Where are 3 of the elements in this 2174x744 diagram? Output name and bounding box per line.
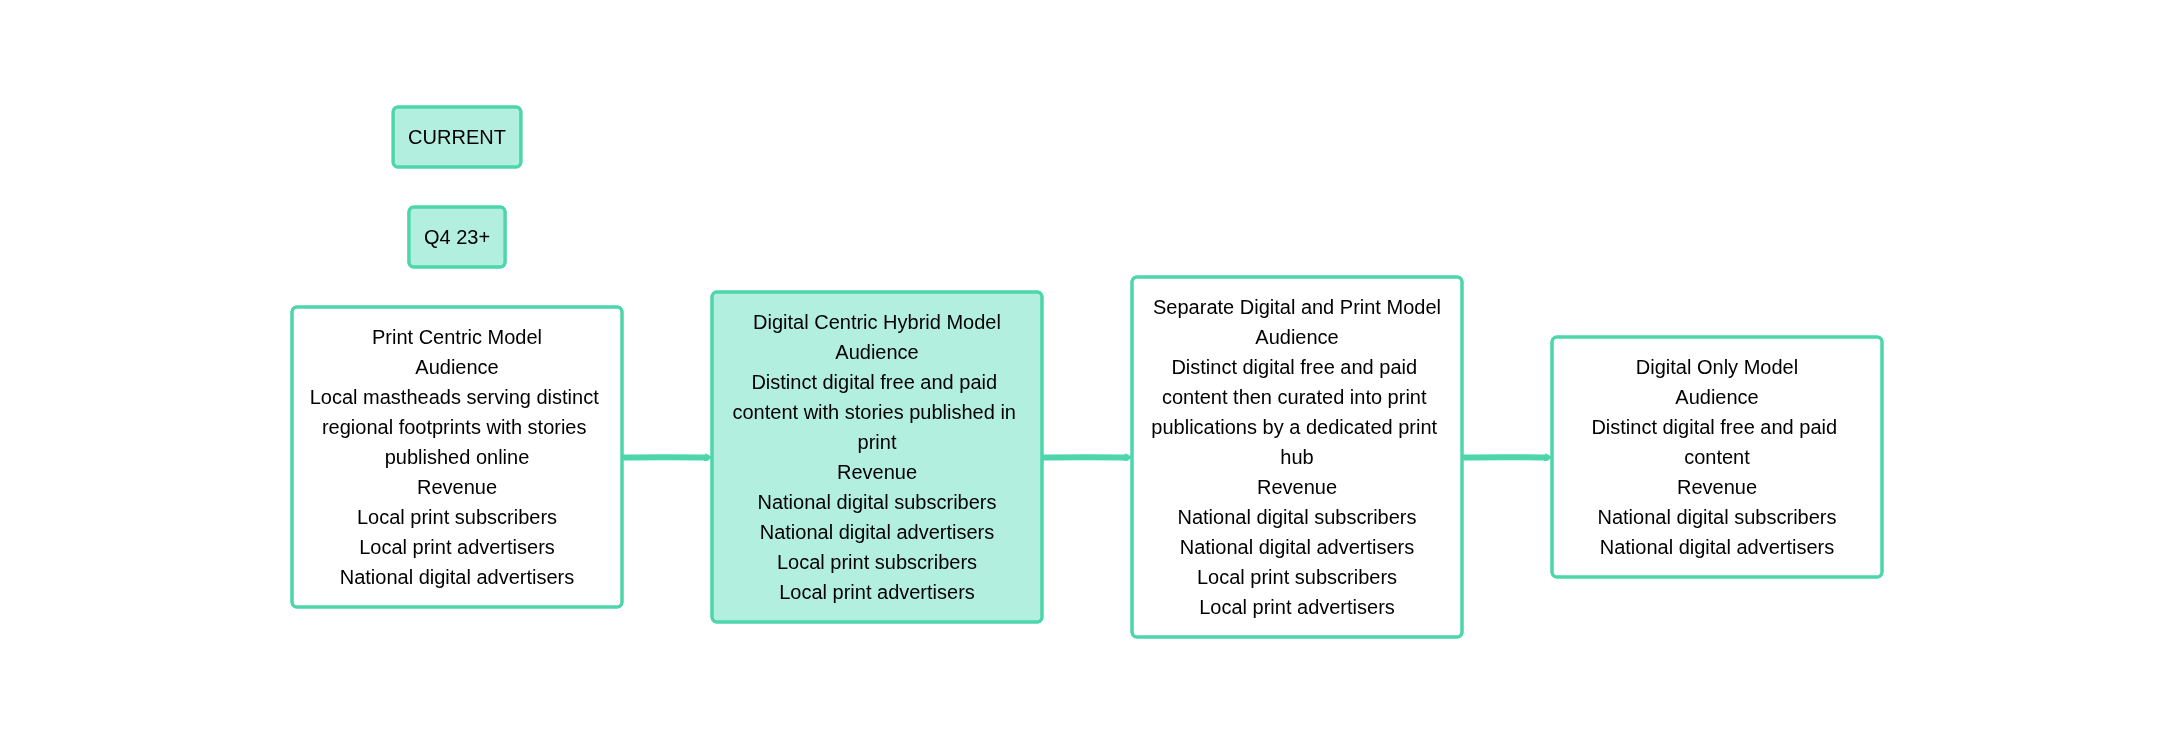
- arrow: [622, 453, 713, 462]
- arrow: [1042, 453, 1133, 462]
- arrow: [1462, 453, 1553, 462]
